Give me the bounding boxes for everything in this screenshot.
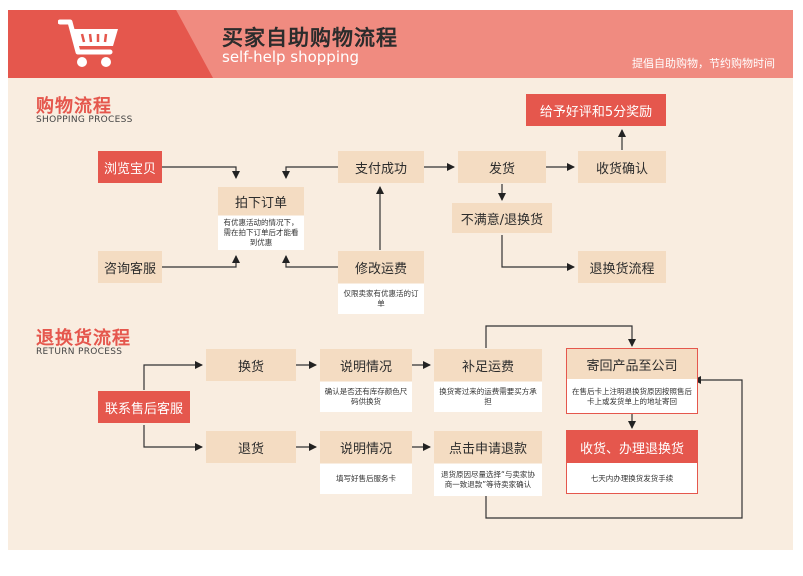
- order-note: 有优惠活动的情况下，需在拍下订单后才能看到优惠: [218, 216, 304, 250]
- step-refund: 退货: [206, 431, 296, 463]
- page-title: 买家自助购物流程: [222, 26, 398, 50]
- page-subtitle: self-help shopping: [222, 48, 360, 66]
- arrow-shipping-to-sendback: [485, 325, 636, 348]
- step-ship: 发货: [458, 151, 546, 183]
- step-confirm-receipt: 收货确认: [578, 151, 666, 183]
- step-explain-exchange: 说明情况: [320, 349, 412, 381]
- arrow-browse-to-order: [162, 166, 240, 179]
- arrow-contact-to-exchange: [143, 361, 203, 390]
- step-consult: 咨询客服: [98, 251, 162, 283]
- modify-shipping-note: 仅限卖家有优惠活的订单: [338, 284, 424, 314]
- step-exchange: 换货: [206, 349, 296, 381]
- pay-shipping-note: 换货寄过来的运费需要买方承担: [434, 382, 542, 412]
- step-pay-shipping: 补足运费: [434, 349, 542, 381]
- arrow-apply-to-sendback: [485, 376, 743, 519]
- step-return-process: 退换货流程: [578, 251, 666, 283]
- explain-refund-note: 填写好售后服务卡: [320, 464, 412, 494]
- return-section-subtitle: RETURN PROCESS: [36, 347, 123, 357]
- header-slogan: 提倡自助购物，节约购物时间: [632, 57, 775, 70]
- step-payment-success: 支付成功: [338, 151, 424, 183]
- step-modify-shipping: 修改运费: [338, 251, 424, 283]
- step-browse: 浏览宝贝: [98, 151, 162, 183]
- arrow-modify-to-order: [282, 255, 338, 268]
- arrow-paid-to-order: [282, 166, 338, 179]
- step-receive-process: 收货、办理退换货: [567, 431, 697, 463]
- step-place-order: 拍下订单: [218, 187, 304, 215]
- step-apply-refund: 点击申请退款: [434, 431, 542, 463]
- step-send-back: 寄回产品至公司: [567, 349, 697, 379]
- step-contact-aftersales: 联系售后客服: [98, 391, 190, 423]
- step-explain-refund: 说明情况: [320, 431, 412, 463]
- step-unsatisfied-return: 不满意/退换货: [452, 203, 552, 233]
- arrow-consult-to-order: [162, 255, 240, 268]
- send-back-note: 在售后卡上注明退换货原因按照售后卡上或发货单上的地址寄回: [572, 386, 692, 406]
- shopping-cart-icon: [58, 19, 118, 67]
- step-good-review: 给予好评和5分奖励: [526, 94, 666, 126]
- shopping-section-subtitle: SHOPPING PROCESS: [36, 115, 133, 125]
- receive-note: 七天内办理换货发货手续: [590, 473, 674, 483]
- apply-refund-note: 退货原因尽量选择“与卖家协商一致退款”等待卖家确认: [434, 464, 542, 496]
- explain-exchange-note: 确认是否还有库存颜色尺码供换货: [320, 382, 412, 412]
- shopping-section-title: 购物流程: [36, 96, 112, 117]
- arrow-unsatisfied-to-return: [501, 235, 575, 271]
- return-section-title: 退换货流程: [36, 328, 131, 349]
- arrow-contact-to-refund: [143, 425, 203, 451]
